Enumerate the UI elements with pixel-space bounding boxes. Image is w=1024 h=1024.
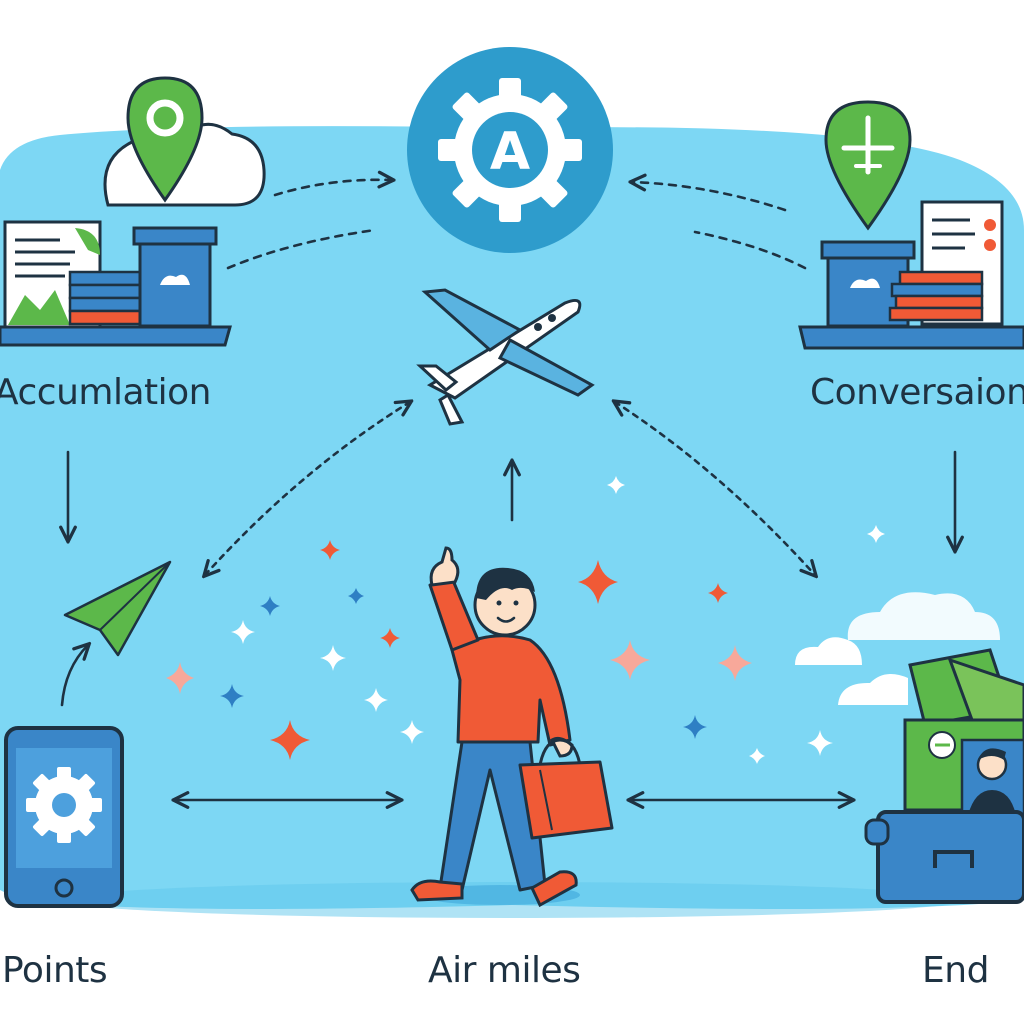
smartphone-icon	[4, 726, 124, 908]
suitcase-icon	[864, 648, 1024, 904]
cloud-icons	[795, 592, 1000, 705]
label-accumulation: Accumlation	[0, 372, 212, 413]
arrow-plane-to-clouds	[615, 402, 815, 575]
label-points: Points	[2, 950, 108, 991]
conversion-shelf	[798, 200, 1024, 350]
arrow-shelf-to-hub	[226, 228, 377, 270]
cash-icon	[903, 648, 1024, 820]
flow-arrows	[62, 180, 955, 800]
hub-letter: A	[490, 122, 530, 182]
paper-plane-icon	[63, 560, 172, 657]
airplane-icon	[416, 288, 595, 426]
arrow-conv-pin-to-hub	[632, 182, 787, 212]
gear-icon: A	[407, 47, 613, 253]
arrow-plane-to-paperplane	[205, 402, 410, 575]
arrow-pin-to-hub	[273, 180, 392, 197]
arrow-conv-shelf-to-hub	[693, 230, 807, 270]
accumulation-shelf	[0, 220, 232, 347]
location-pin-icon	[824, 100, 912, 231]
label-end: End	[922, 950, 989, 991]
label-conversion: Conversaion	[810, 372, 1024, 413]
arrow-phone-to-paperplane	[60, 645, 88, 707]
traveler-figure	[410, 546, 614, 908]
sparkle-decorations	[166, 476, 885, 764]
location-pin-icon	[103, 76, 266, 207]
label-air-miles: Air miles	[428, 950, 581, 991]
